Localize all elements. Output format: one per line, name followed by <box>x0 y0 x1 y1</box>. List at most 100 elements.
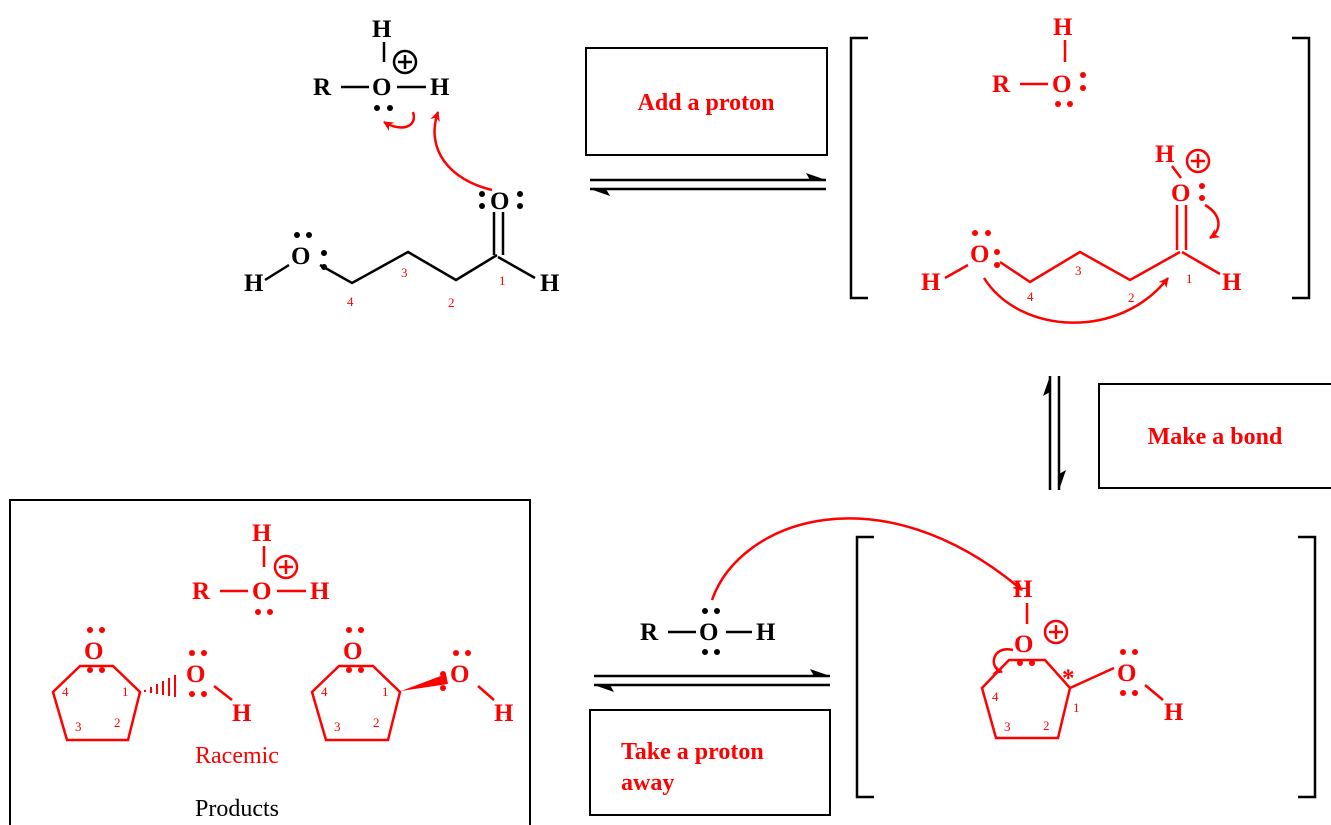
equilibrium-arrows <box>590 173 826 196</box>
lone-pair <box>479 191 523 209</box>
panel-protonated-intermediate: H R O H O H <box>849 14 1311 324</box>
carbon-number: 2 <box>1043 718 1050 733</box>
positive-charge <box>1185 148 1211 174</box>
lone-pair <box>87 627 105 673</box>
positive-charge <box>273 554 299 580</box>
hemiacetal-enantiomer-b: O O H 1 2 3 4 <box>310 627 514 742</box>
equilibrium-arrows <box>594 669 830 692</box>
atom-o: O <box>1052 71 1071 98</box>
atom-o: O <box>1117 660 1136 687</box>
step-label: Make a bond <box>1148 424 1283 450</box>
curved-arrow <box>430 111 493 192</box>
atom-h: H <box>1155 141 1175 168</box>
base-roh: R O H <box>640 608 776 655</box>
protonated-hydroxy-aldehyde: H O H O H 1 2 3 <box>921 141 1242 305</box>
curved-arrow <box>982 277 1169 324</box>
carbon-number: 1 <box>1186 271 1193 286</box>
hydronium-regenerated: H R O H <box>192 520 330 615</box>
atom-h: H <box>921 269 941 296</box>
atom-h: H <box>756 619 776 646</box>
atom-h: H <box>1013 576 1033 603</box>
carbon-number: 3 <box>75 719 82 734</box>
atom-h: H <box>1053 14 1073 41</box>
step-make-bond: Make a bond <box>1098 383 1331 489</box>
carbon-number: 2 <box>448 295 455 310</box>
carbon-number: 1 <box>122 684 129 699</box>
positive-charge <box>392 49 418 75</box>
alcohol-roh: H R O <box>992 14 1086 107</box>
carbon-number: 4 <box>347 294 354 309</box>
lone-pair <box>1017 660 1035 666</box>
carbon-number: 1 <box>382 684 389 699</box>
carbon-number: 2 <box>1128 290 1135 305</box>
atom-h: H <box>540 270 560 297</box>
atom-h: H <box>430 74 450 101</box>
atom-o: O <box>372 74 391 101</box>
lone-pair <box>255 609 273 615</box>
atom-o: O <box>970 241 989 268</box>
atom-r: R <box>313 74 332 101</box>
hemiacetal-enantiomer-a: O O H 1 2 3 4 <box>51 627 252 742</box>
carbon-number: 3 <box>401 265 408 280</box>
hydronium-acid: H R O H <box>313 16 450 111</box>
atom-h: H <box>252 520 272 547</box>
solid-wedge-bond <box>401 674 448 691</box>
carbon-number: 4 <box>992 689 999 704</box>
carbon-number: 1 <box>499 273 506 288</box>
lone-pair <box>702 608 720 655</box>
lone-pair <box>189 650 207 697</box>
equilibrium-arrows <box>1043 376 1066 490</box>
curved-arrow <box>1204 203 1221 240</box>
panel-cyclic-intermediate: H O * O H 1 2 3 4 <box>855 535 1317 799</box>
carbon-number: 3 <box>1004 719 1011 734</box>
atom-h: H <box>1222 269 1242 296</box>
racemic-label: Racemic <box>195 743 279 769</box>
carbon-number: 4 <box>1027 289 1034 304</box>
atom-o: O <box>490 188 509 215</box>
positive-charge <box>1043 619 1069 645</box>
atom-h: H <box>494 700 514 727</box>
lone-pair <box>374 105 393 111</box>
atom-r: R <box>640 619 659 646</box>
step-add-proton: Add a proton <box>585 47 828 156</box>
lone-pair <box>1120 649 1138 696</box>
atom-o: O <box>291 243 310 270</box>
lone-pair <box>440 650 471 691</box>
carbon-number: 3 <box>334 719 341 734</box>
atom-o: O <box>186 661 205 688</box>
atom-o: O <box>343 638 362 665</box>
hydroxy-aldehyde: H O O H 1 2 3 4 <box>244 188 560 310</box>
step-label: Add a proton <box>638 90 775 116</box>
atom-h: H <box>372 16 392 43</box>
atom-h: H <box>1164 699 1184 726</box>
carbon-number: 3 <box>1075 263 1082 278</box>
products-label: Products <box>195 796 279 822</box>
carbon-number: 4 <box>321 684 328 699</box>
panel-starting-material: H R O H H O <box>244 16 560 310</box>
lone-pair <box>1199 183 1205 201</box>
atom-o: O <box>699 619 718 646</box>
atom-o: O <box>450 661 469 688</box>
stereocenter-marker: * <box>1062 665 1075 692</box>
curved-arrow <box>383 111 416 132</box>
atom-o: O <box>1171 180 1190 207</box>
atom-r: R <box>992 71 1011 98</box>
step-label-line2: away <box>621 770 674 796</box>
curved-arrow <box>991 648 1014 675</box>
lone-pair <box>346 627 364 673</box>
atom-h: H <box>310 578 330 605</box>
curved-arrow <box>710 517 1023 601</box>
atom-o: O <box>252 578 271 605</box>
hashed-wedge-bond <box>144 675 176 697</box>
atom-o: O <box>1014 631 1033 658</box>
atom-h: H <box>244 270 264 297</box>
carbon-number: 2 <box>373 715 380 730</box>
atom-o: O <box>84 638 103 665</box>
carbon-number: 2 <box>114 715 121 730</box>
atom-h: H <box>232 700 252 727</box>
carbon-number: 1 <box>1073 700 1080 715</box>
panel-products: H R O H O <box>9 499 531 825</box>
step-take-proton-away: Take a proton away <box>589 709 831 816</box>
lone-pair <box>972 230 1000 268</box>
